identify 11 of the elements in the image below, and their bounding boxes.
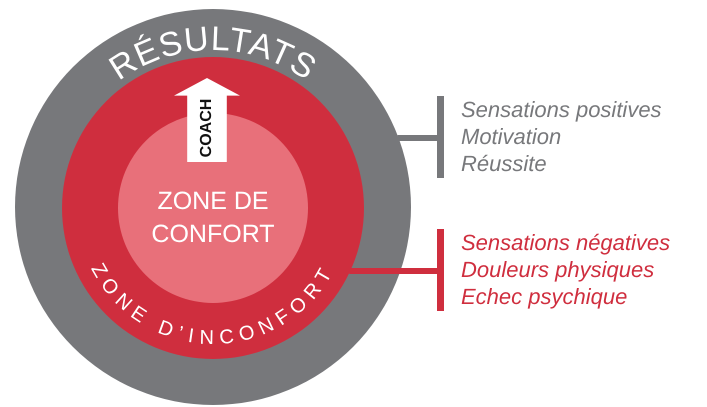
zone-label: ZONE DE CONFORT — [150, 186, 276, 250]
list-item: Motivation — [461, 123, 562, 150]
list-item: Echec psychique — [461, 283, 628, 310]
list-item: Douleurs physiques — [461, 256, 656, 283]
connector-line — [398, 135, 437, 141]
list-item: Sensations positives — [461, 96, 663, 123]
list-item: Réussite — [461, 150, 548, 177]
list-item: Sensations négatives — [461, 229, 672, 256]
connector-line — [349, 268, 437, 274]
ring-label: RÉSULTATS — [102, 20, 324, 88]
arrow-label: COACH — [198, 99, 216, 158]
